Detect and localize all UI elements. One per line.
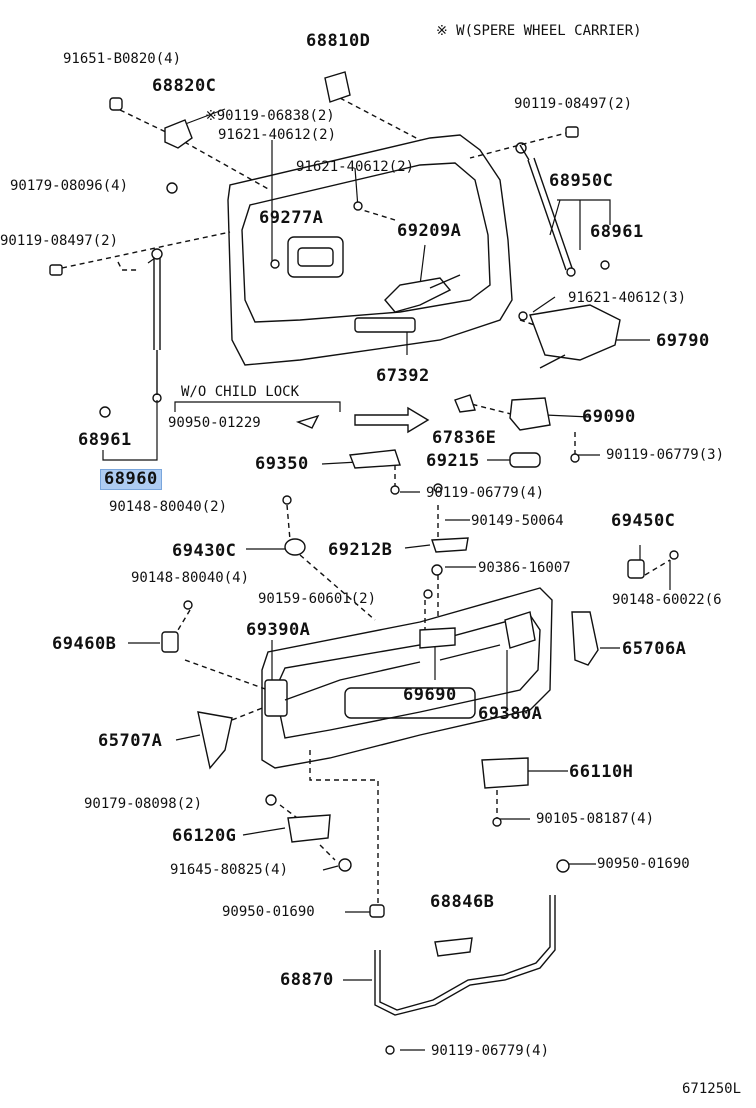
part-label-90119-06779-c: 90119-06779(4) <box>431 1043 550 1059</box>
gas-strut-left <box>152 249 162 402</box>
part-label-90119-08497-l: 90119-08497(2) <box>0 233 119 249</box>
part-label-69690: 69690 <box>403 685 457 705</box>
part-label-68950c: 68950C <box>549 171 614 191</box>
part-label-69430c: 69430C <box>172 541 237 561</box>
part-label-90950-01690-r: 90950-01690 <box>597 856 690 872</box>
back-door-upper-panel <box>228 135 512 365</box>
part-label-90148-60022: 90148-60022(6 <box>612 592 722 608</box>
header-note: ※ W(SPERE WHEEL CARRIER) <box>436 23 642 39</box>
part-label-69390a: 69390A <box>246 620 311 640</box>
part-label-90119-06838: ※90119-06838(2) <box>205 108 335 124</box>
part-label-66120g: 66120G <box>172 826 237 846</box>
part-label-67836e: 67836E <box>432 428 497 448</box>
part-label-90148-80040-b: 90148-80040(4) <box>131 570 250 586</box>
part-label-91621-40612-b: 91621-40612(2) <box>296 159 415 175</box>
part-label-90119-06779-b: 90119-06779(4) <box>426 485 545 501</box>
part-label-69212b: 69212B <box>328 540 393 560</box>
part-label-68961-l: 68961 <box>78 430 132 450</box>
part-label-90386-16007: 90386-16007 <box>478 560 571 576</box>
gas-strut-right <box>516 143 575 276</box>
hardware-components <box>50 72 678 1054</box>
part-label-90950-01229: 90950-01229 <box>168 415 261 431</box>
part-label-90119-08497-r: 90119-08497(2) <box>514 96 633 112</box>
part-label-90148-80040-a: 90148-80040(2) <box>109 499 228 515</box>
part-label-69460b: 69460B <box>52 634 117 654</box>
part-label-90149-50064: 90149-50064 <box>471 513 564 529</box>
wire-cables <box>285 275 565 700</box>
part-label-68870: 68870 <box>280 970 334 990</box>
label-leader-lines <box>103 109 670 1050</box>
part-label-69215: 69215 <box>426 451 480 471</box>
part-label-91651-b0820: 91651-B0820(4) <box>63 51 182 67</box>
part-label-69277a: 69277A <box>259 208 324 228</box>
part-label-91645-80825: 91645-80825(4) <box>170 862 289 878</box>
part-label-91621-40612-c: 91621-40612(3) <box>568 290 687 306</box>
part-label-69790: 69790 <box>656 331 710 351</box>
part-label-69090: 69090 <box>582 407 636 427</box>
part-label-90119-06779-a: 90119-06779(3) <box>606 447 725 463</box>
part-label-68961-r: 68961 <box>590 222 644 242</box>
part-label-69450c: 69450C <box>611 511 676 531</box>
part-label-68846b: 68846B <box>430 892 495 912</box>
part-label-90105-08187: 90105-08187(4) <box>536 811 655 827</box>
part-label-91621-40612-a: 91621-40612(2) <box>218 127 337 143</box>
part-label-67392: 67392 <box>376 366 430 386</box>
part-label-90179-08096: 90179-08096(4) <box>10 178 129 194</box>
leader-dashed-lines <box>62 98 670 905</box>
part-label-90950-01690-l: 90950-01690 <box>222 904 315 920</box>
part-label-66110h: 66110H <box>569 762 634 782</box>
part-label-69209a: 69209A <box>397 221 462 241</box>
part-label-90179-08098: 90179-08098(2) <box>84 796 203 812</box>
part-label-68960-highlighted[interactable]: 68960 <box>100 469 162 490</box>
diagram-code: 671250L <box>682 1081 742 1097</box>
part-label-68810d: 68810D <box>306 31 371 51</box>
part-label-65706a: 65706A <box>622 639 687 659</box>
back-door-lower-panel <box>262 588 552 768</box>
part-label-90159-60601: 90159-60601(2) <box>258 591 377 607</box>
part-label-65707a: 65707A <box>98 731 163 751</box>
part-label-69350: 69350 <box>255 454 309 474</box>
part-label-68820c: 68820C <box>152 76 217 96</box>
wire-harness-68870 <box>375 895 555 1015</box>
part-label-69380a: 69380A <box>478 704 543 724</box>
wo-child-lock-note: W/O CHILD LOCK <box>181 384 300 400</box>
